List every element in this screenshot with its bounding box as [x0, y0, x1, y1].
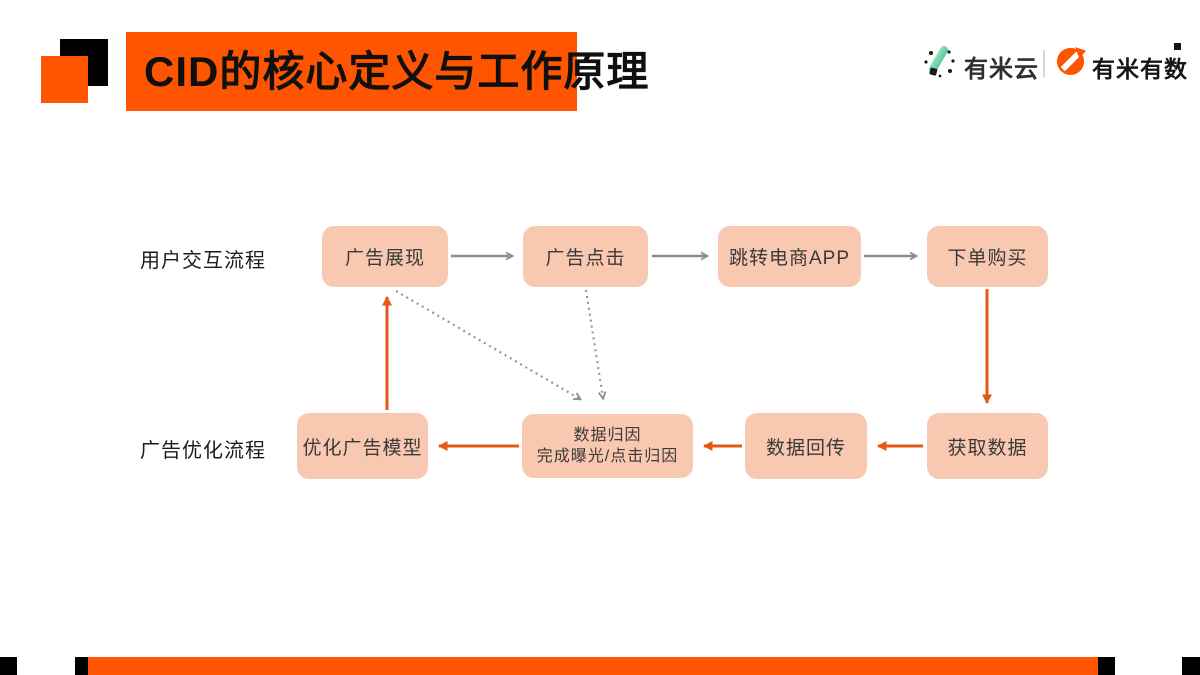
footer-black-right-square	[1182, 657, 1200, 675]
footer-orange-bar	[88, 657, 1098, 675]
flow-node-ad-click: 广告点击	[523, 226, 648, 287]
flow-node-jump-ecommerce-app: 跳转电商APP	[718, 226, 861, 287]
flow-node-optimize-ad-model: 优化广告模型	[297, 413, 428, 479]
flow-node-data-attribution-line2: 完成曝光/点击归因	[536, 448, 679, 465]
flow-node-fetch-data: 获取数据	[927, 413, 1048, 479]
flow-row-label-ad-optimization: 广告优化流程	[140, 440, 266, 462]
flow-node-ad-impression: 广告展现	[322, 226, 448, 287]
footer-black-segment-left	[75, 657, 88, 675]
flow-node-data-attribution-line1: 数据归因	[573, 427, 642, 444]
yomi-youshu-wordmark: 有米有数	[1092, 56, 1188, 82]
flow-node-data-postback: 数据回传	[745, 413, 867, 479]
flow-node-data-attribution: 数据归因 完成曝光/点击归因	[522, 414, 693, 478]
flow-row-label-user-interaction: 用户交互流程	[140, 250, 266, 272]
footer-black-segment-right	[1098, 657, 1115, 675]
logo-divider	[1043, 50, 1045, 77]
yomi-cloud-wordmark: 有米云	[964, 56, 1039, 83]
flow-node-place-order: 下单购买	[927, 226, 1048, 287]
corner-accent-orange-square	[41, 56, 88, 103]
title-highlight-bar	[126, 32, 577, 111]
edge-click-to-attribution-dotted	[584, 289, 607, 401]
yomi-youshu-icon	[1056, 46, 1087, 76]
edge-impression-to-attribution-dotted	[395, 290, 583, 401]
trademark-square	[1174, 43, 1181, 50]
yomi-cloud-icon	[924, 46, 955, 78]
footer-black-left-square	[0, 657, 17, 675]
page-title: CID的核心定义与工作原理	[144, 48, 650, 95]
